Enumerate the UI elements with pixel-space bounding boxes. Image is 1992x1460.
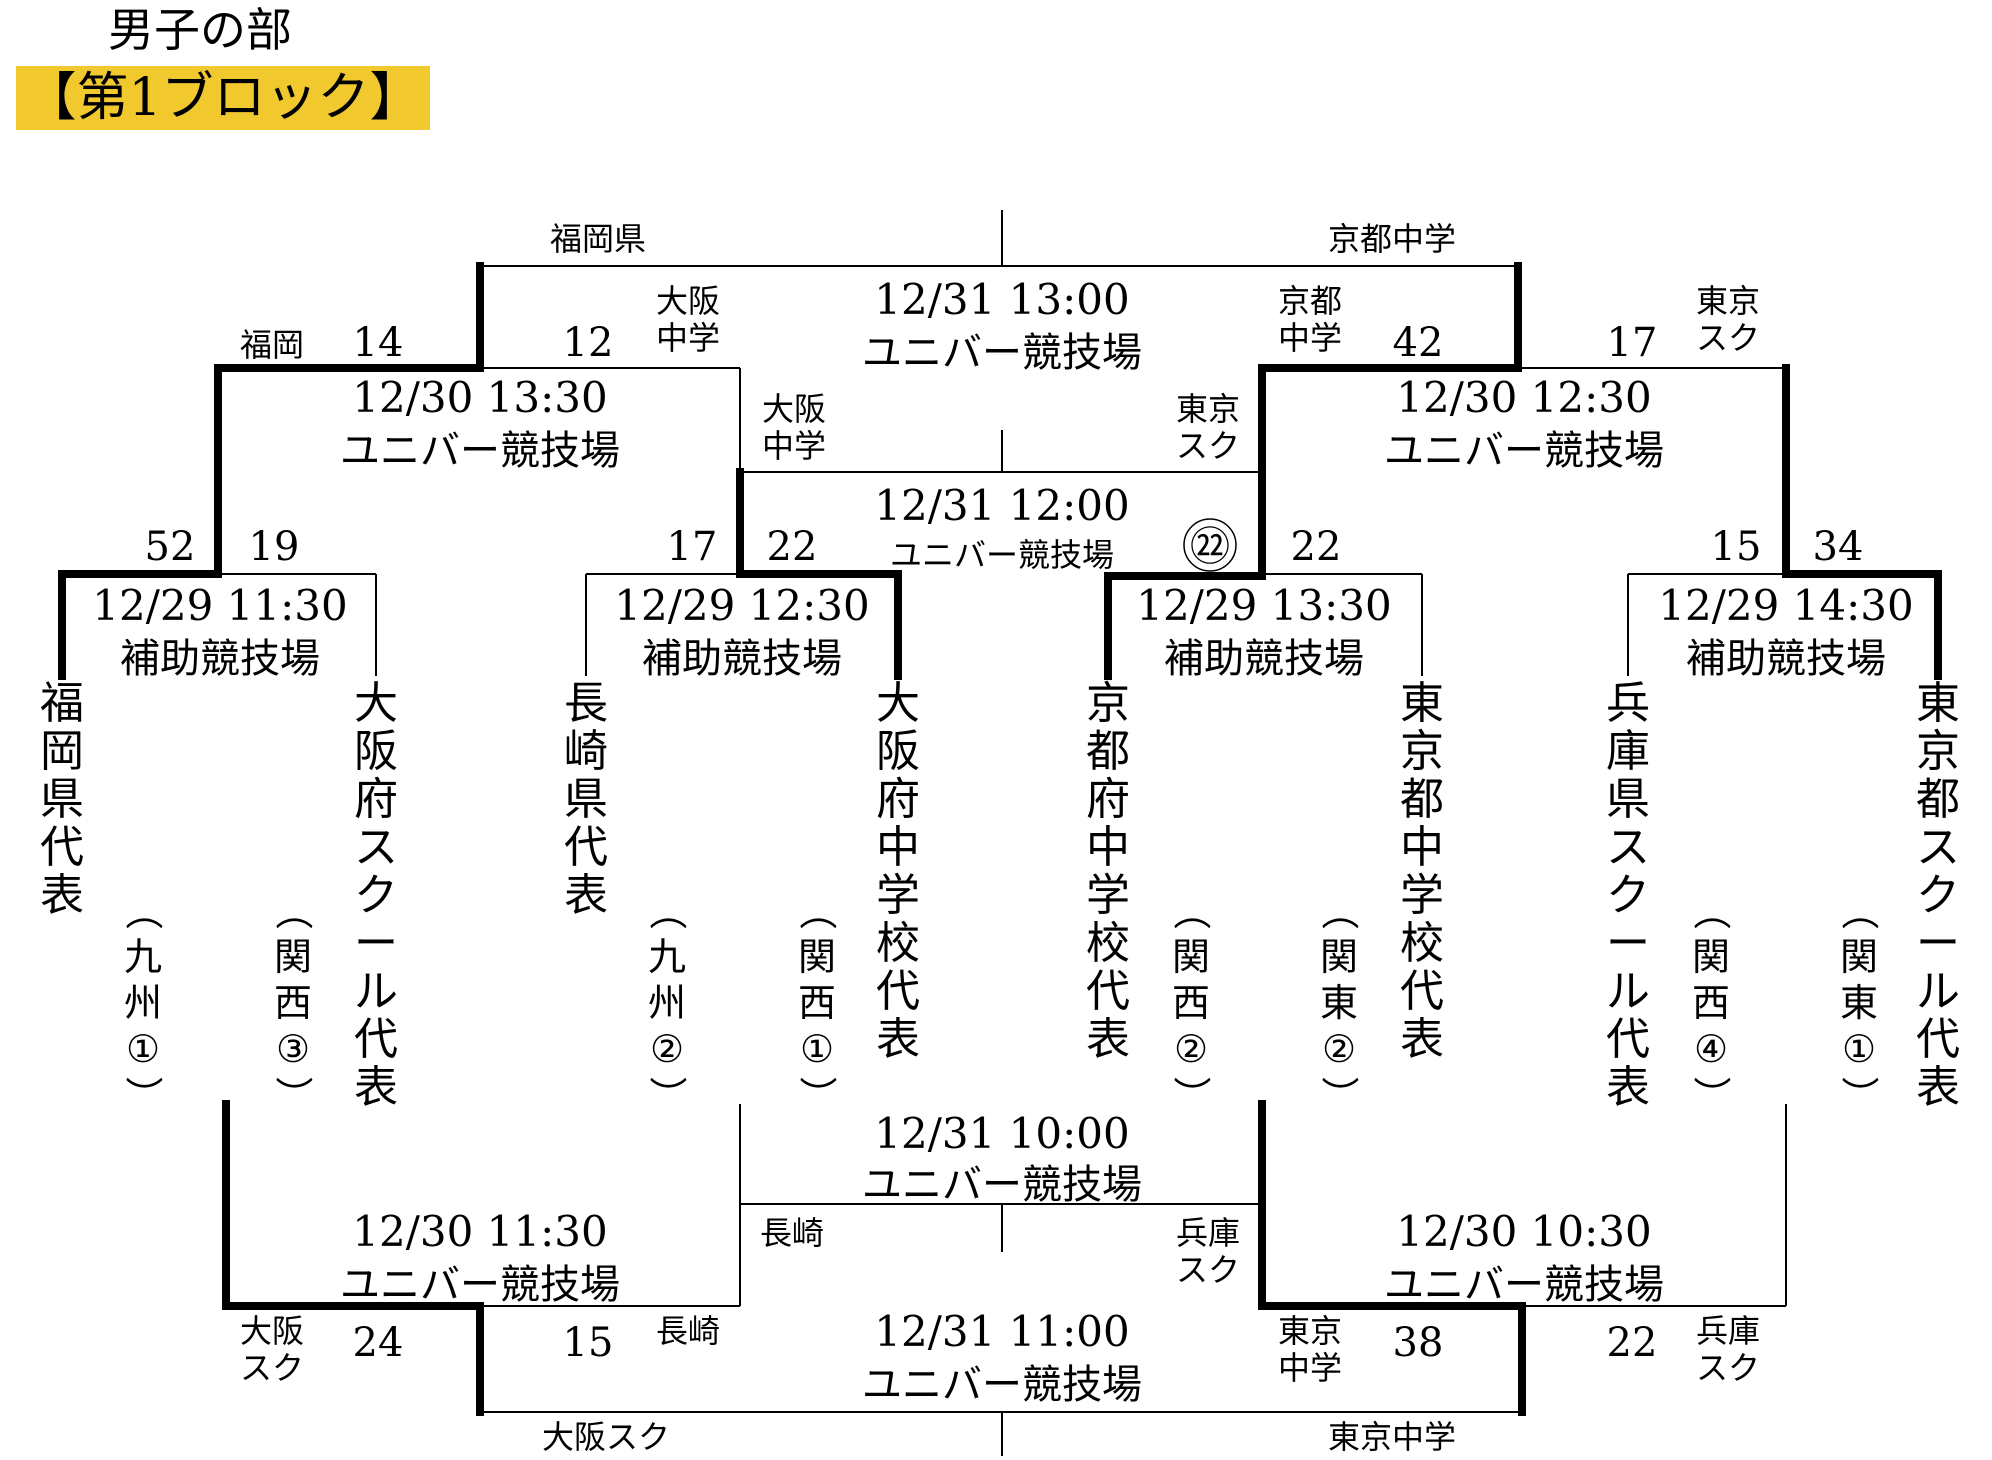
losers-semi-2-left-score: 38 (1393, 1320, 1444, 1366)
r1-match-1-score-right: 19 (249, 524, 300, 570)
winners-semi-1-date: 12/30 13:30 (352, 373, 607, 422)
fifth-place-venue: ユニバー競技場 (862, 1362, 1142, 1408)
seventh-place-right-team: 兵庫スク (1176, 1214, 1240, 1289)
team-name-1: 福岡県代表 (40, 678, 84, 921)
losers-semi-1-right-team: 長崎 (656, 1312, 720, 1350)
tiebreak-circle (1183, 518, 1237, 572)
r1-match-3-date: 12/29 13:30 (1136, 581, 1391, 630)
winners-semi-1-venue: ユニバー競技場 (340, 428, 620, 474)
winners-semi-1-left-team: 福岡 (240, 326, 304, 364)
winners-semi-1-left-score: 14 (353, 320, 404, 366)
block-header: 男子の部 【第1ブロック】 (0, 0, 460, 140)
seventh-place-venue: ユニバー競技場 (862, 1162, 1142, 1208)
team-name-2: 大阪府スクール代表 (354, 678, 398, 1113)
winners-semi-2-right-team: 東京スク (1696, 282, 1760, 357)
r1-match-3-score-left: ㉒ (1190, 524, 1230, 570)
path-winner-tokyo-chugaku (1258, 1100, 1526, 1416)
r1-match-2-date: 12/29 12:30 (614, 581, 869, 630)
r1-match-4-score-left: 15 (1711, 524, 1762, 570)
winners-semi-1-right-team: 大阪中学 (656, 282, 720, 357)
losers-semi-1-date: 12/30 11:30 (352, 1207, 607, 1256)
final-venue: ユニバー競技場 (862, 330, 1142, 376)
team-name-6: 東京都中学校代表 (1400, 678, 1444, 1065)
path-winner-osaka-school (222, 1100, 484, 1416)
final-right-team: 京都中学 (1328, 220, 1456, 258)
winners-semi-2-date: 12/30 12:30 (1396, 373, 1651, 422)
team-name-5: 京都府中学校代表 (1086, 678, 1130, 1065)
r1-match-2-venue: 補助競技場 (642, 636, 842, 682)
r1-match-3-venue: 補助競技場 (1164, 636, 1364, 682)
losers-semi-2-right-team: 兵庫スク (1696, 1312, 1760, 1387)
losers-semi-1-left-team: 大阪スク (240, 1312, 304, 1387)
block-label-background (16, 66, 430, 130)
r1-match-2-score-left: 17 (667, 524, 718, 570)
bracket-lines (58, 210, 1942, 1456)
r1-match-4-date: 12/29 14:30 (1658, 581, 1913, 630)
final-left-team: 福岡県 (550, 220, 646, 258)
team-name-4: 大阪府中学校代表 (876, 678, 920, 1065)
path-winner-osaka-chugaku (736, 468, 902, 680)
fifth-place-left-team: 大阪スク (542, 1418, 670, 1456)
winners-semi-1-right-score: 12 (563, 320, 614, 366)
winners-semi-2-venue: ユニバー競技場 (1384, 428, 1664, 474)
losers-semi-2-left-team: 東京中学 (1278, 1312, 1342, 1387)
losers-semi-1-venue: ユニバー競技場 (340, 1262, 620, 1308)
r1-match-3-score-right: 22 (1291, 524, 1342, 570)
third-place-date: 12/31 12:00 (874, 481, 1129, 530)
losers-semi-2-venue: ユニバー競技場 (1384, 1262, 1664, 1308)
r1-match-2-score-right: 22 (767, 524, 818, 570)
fifth-place-right-team: 東京中学 (1328, 1418, 1456, 1456)
losers-semi-1-left-score: 24 (353, 1320, 404, 1366)
r1-match-1-venue: 補助競技場 (120, 636, 320, 682)
winners-semi-2-left-team: 京都中学 (1278, 282, 1342, 357)
team-name-7: 兵庫県スクール代表 (1606, 678, 1650, 1113)
winners-semi-2-right-score: 17 (1607, 320, 1658, 366)
block-label: 【第1ブロック】 (24, 68, 422, 128)
third-place-venue: ユニバー競技場 (890, 536, 1114, 574)
r1-match-1-score-left: 52 (145, 524, 196, 570)
path-winner-kyoto-chugaku (1104, 262, 1522, 680)
losers-semi-2-date: 12/30 10:30 (1396, 1207, 1651, 1256)
third-place-left-team: 大阪中学 (762, 390, 826, 465)
seventh-place-left-team: 長崎 (760, 1214, 824, 1252)
r1-match-4-venue: 補助競技場 (1686, 636, 1886, 682)
losers-semi-1-right-score: 15 (563, 1320, 614, 1366)
final-date: 12/31 13:00 (874, 275, 1129, 324)
losers-semi-2-right-score: 22 (1607, 1320, 1658, 1366)
winners-semi-2-left-score: 42 (1393, 320, 1444, 366)
seventh-place-date: 12/31 10:00 (874, 1109, 1129, 1158)
team-name-3: 長崎県代表 (564, 678, 608, 921)
fifth-place-date: 12/31 11:00 (874, 1307, 1129, 1356)
division-title: 男子の部 (108, 3, 292, 57)
r1-match-4-score-right: 34 (1813, 524, 1864, 570)
third-place-right-team: 東京スク (1176, 390, 1240, 465)
path-winner-tokyo-school (1782, 364, 1942, 680)
team-name-8: 東京都スクール代表 (1916, 678, 1960, 1113)
r1-match-1-date: 12/29 11:30 (92, 581, 347, 630)
path-winner-fukuoka (58, 262, 484, 680)
